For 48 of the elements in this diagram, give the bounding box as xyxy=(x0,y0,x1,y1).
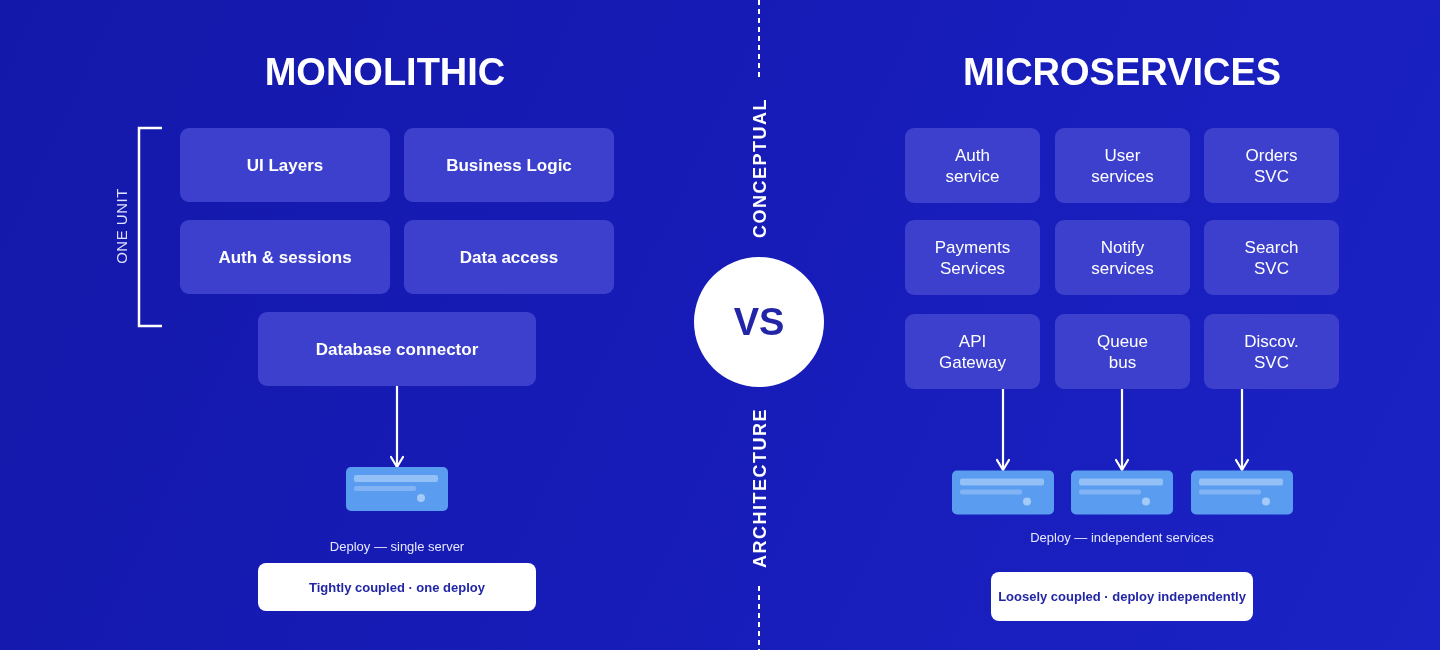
module-card xyxy=(404,220,614,294)
summary-card xyxy=(991,572,1253,621)
service-card xyxy=(1204,220,1339,295)
module-card xyxy=(180,128,390,202)
server-icon xyxy=(346,467,448,511)
section-heading: MICROSERVICES xyxy=(962,51,1282,94)
summary-card xyxy=(258,563,536,611)
deploy-caption: Deploy — single server xyxy=(329,539,465,554)
section-heading: MONOLITHIC xyxy=(264,51,506,94)
service-card xyxy=(905,128,1040,203)
service-label: User services xyxy=(1091,144,1154,187)
summary-text: Tightly coupled · one deploy xyxy=(309,579,485,595)
service-card xyxy=(1055,314,1190,389)
module-card xyxy=(258,312,536,386)
server-icon xyxy=(1071,470,1173,515)
arrow xyxy=(1114,389,1130,472)
vs-label: VS xyxy=(733,300,785,344)
module-card xyxy=(404,128,614,202)
service-label: Orders SVC xyxy=(1245,144,1298,187)
module-label: Auth & sessions xyxy=(218,246,352,268)
service-label: Notify services xyxy=(1091,236,1154,279)
service-card xyxy=(1204,128,1339,203)
server-icon xyxy=(952,470,1054,515)
module-label: Data access xyxy=(459,246,559,268)
arrow xyxy=(1234,389,1250,472)
service-label: Payments Services xyxy=(934,236,1011,279)
service-card xyxy=(1055,220,1190,295)
service-card xyxy=(905,314,1040,389)
arrow xyxy=(389,386,405,469)
module-label: Business Logic xyxy=(446,154,572,176)
module-card xyxy=(180,220,390,294)
server-icon xyxy=(1191,470,1293,515)
service-label: Auth service xyxy=(945,144,1000,187)
service-card xyxy=(1204,314,1339,389)
service-label: Discov. SVC xyxy=(1244,330,1299,373)
bracket-label: ONE UNIT xyxy=(112,188,130,264)
service-label: Queue bus xyxy=(1096,330,1148,373)
module-label: Database connector xyxy=(315,338,479,360)
vertical-label: CONCEPTUAL xyxy=(749,98,771,238)
deploy-caption: Deploy — independent services xyxy=(1030,530,1214,545)
service-card xyxy=(905,220,1040,295)
arrow xyxy=(995,389,1011,472)
summary-text: Loosely coupled · deploy independently xyxy=(998,589,1246,604)
vertical-label: ARCHITECTURE xyxy=(749,408,771,568)
service-card xyxy=(1055,128,1190,203)
service-label: Search SVC xyxy=(1244,236,1299,279)
service-label: API Gateway xyxy=(938,330,1007,373)
module-label: UI Layers xyxy=(246,154,324,176)
